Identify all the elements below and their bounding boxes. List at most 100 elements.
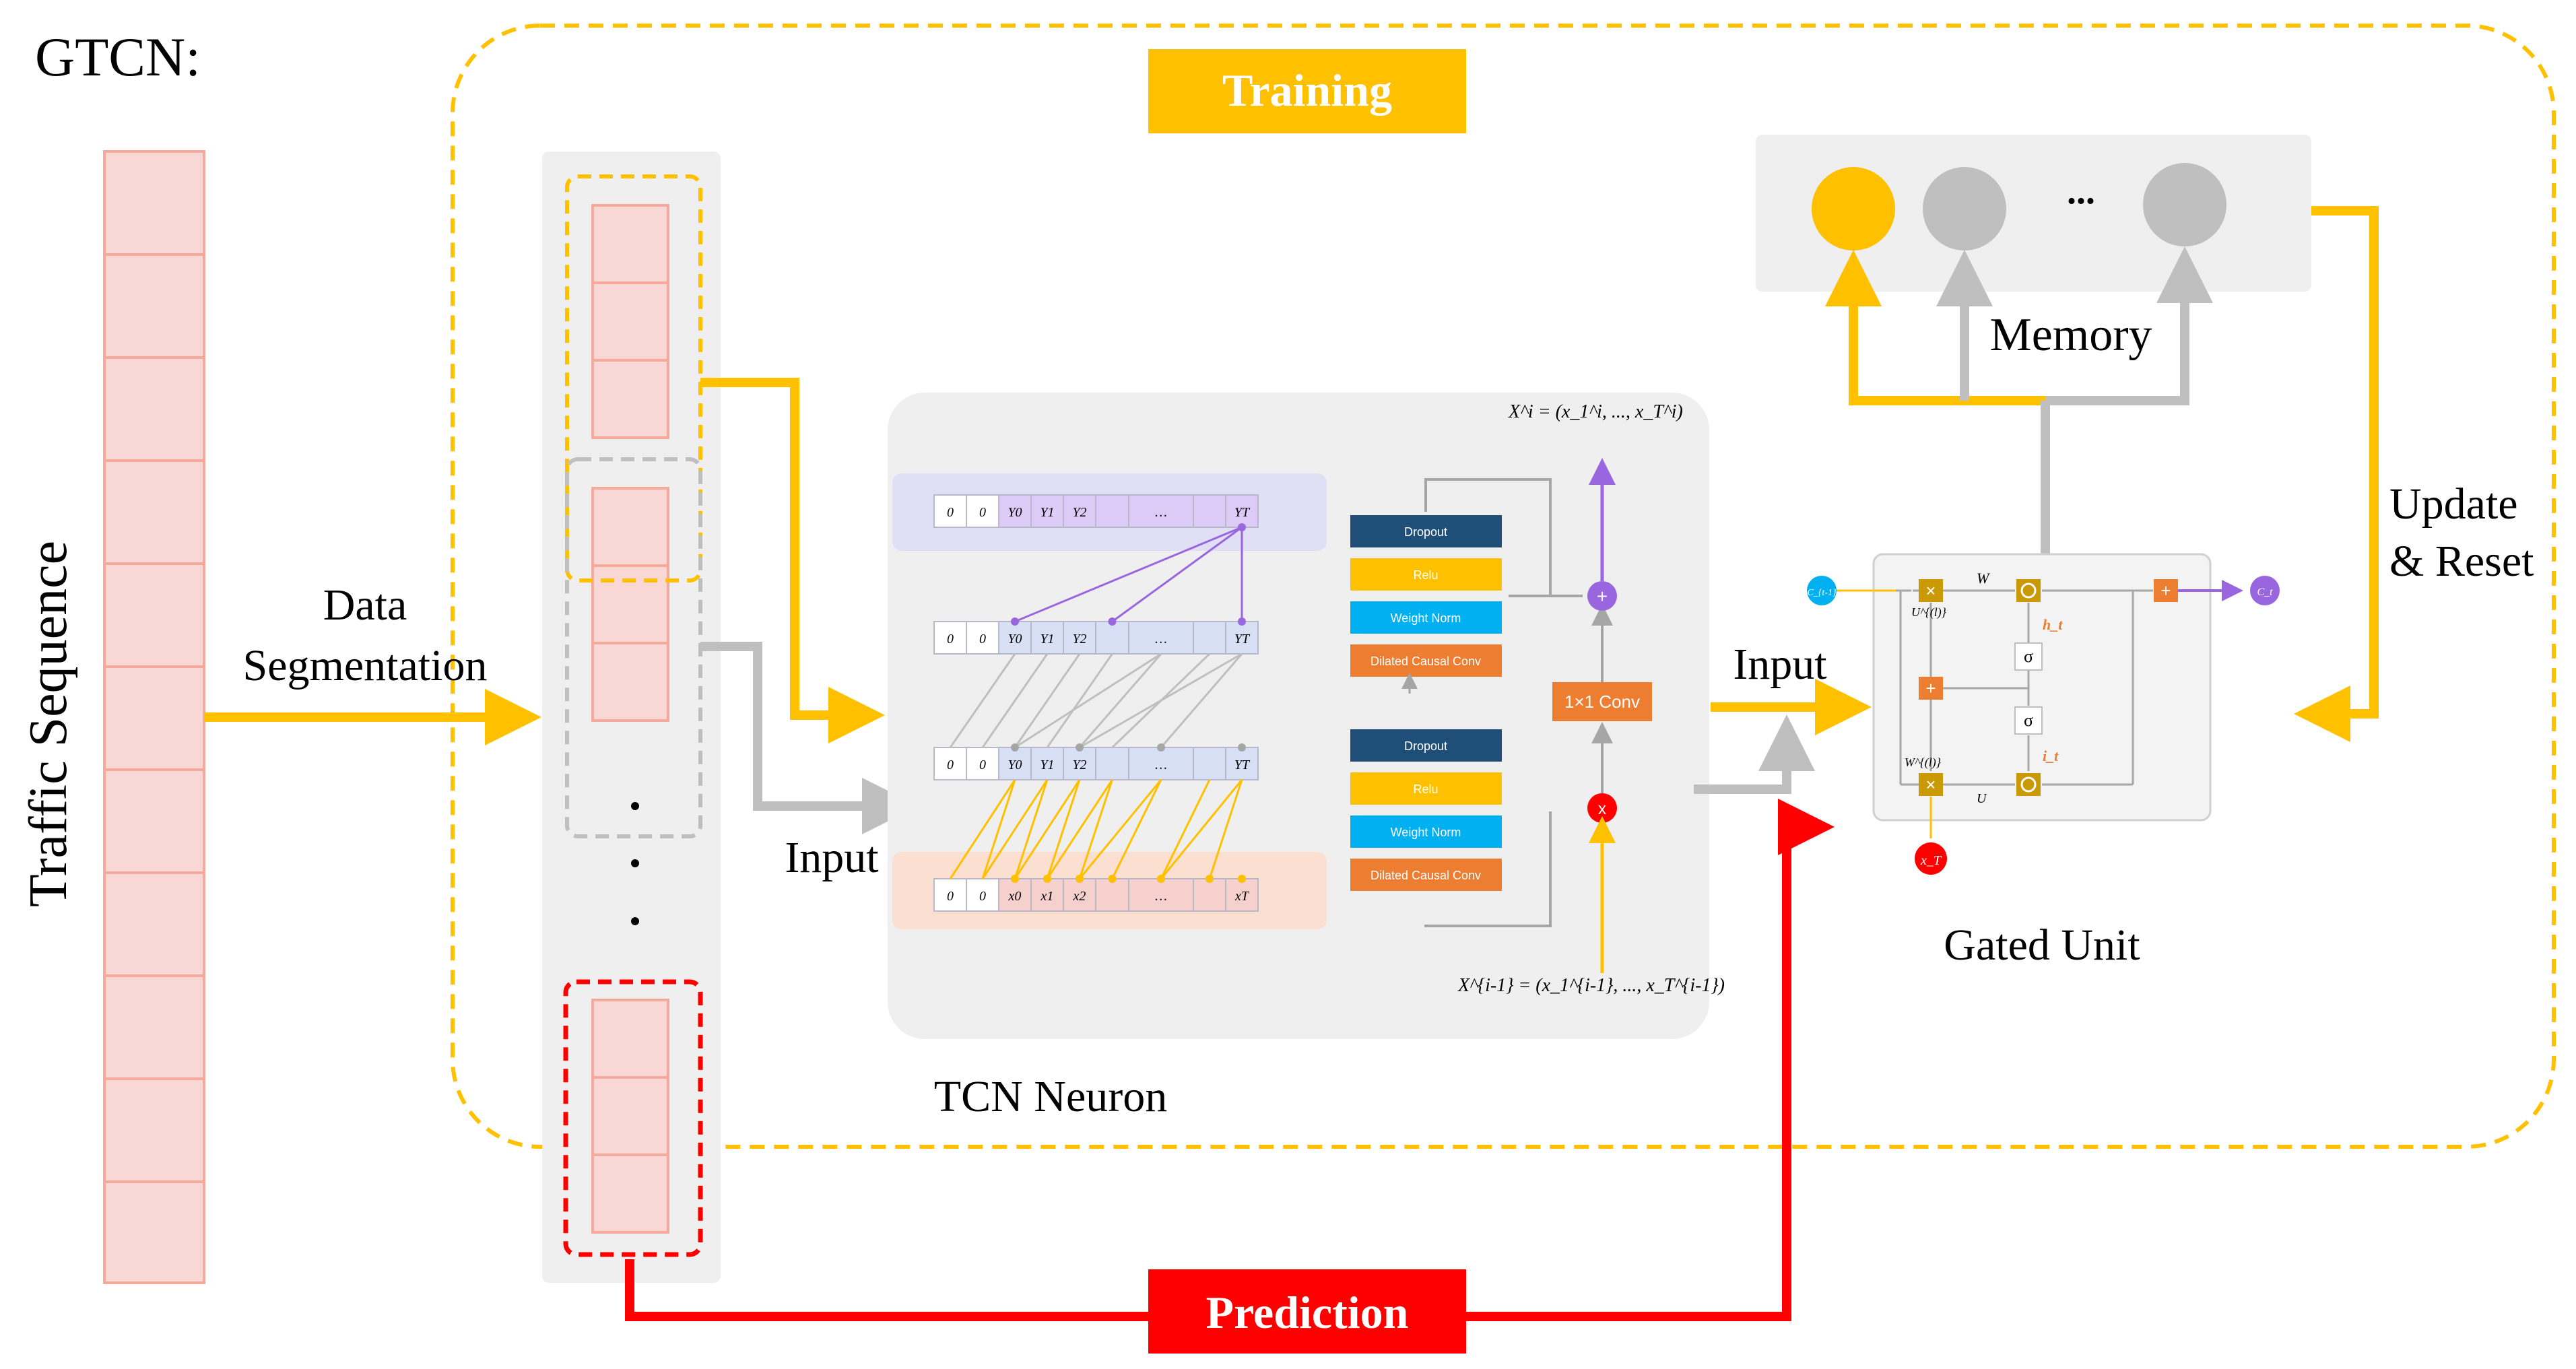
tcn-cell-label: Y1: [1040, 632, 1054, 646]
tcn-cell: [1095, 747, 1129, 780]
tcn-cell: [1095, 494, 1129, 528]
svg-text:h_t: h_t: [2043, 616, 2063, 633]
block-layer: [1350, 515, 1502, 547]
tcn-cell-label: 0: [979, 889, 986, 904]
skip-path-bottom: [1424, 811, 1552, 927]
training-banner: Training: [1148, 49, 1466, 133]
tcn-cell-label: xT: [1234, 889, 1250, 904]
prediction-banner: Prediction: [1148, 1269, 1466, 1354]
tcn-cell: [1193, 621, 1226, 655]
block-layer: [1350, 772, 1502, 805]
tcn-node-dot: [1076, 743, 1084, 752]
gate-plus-icon-mid: [1919, 677, 1943, 700]
tcn-cell: [998, 878, 1032, 912]
tcn-edge-gold: [1046, 779, 1113, 879]
tcn-edge-gold: [981, 779, 1049, 879]
tcn-edge-gold: [1014, 779, 1081, 879]
gate-plus-icon-out: [2154, 579, 2178, 602]
tcn-node-dot: [1011, 743, 1019, 752]
tcn-cell-label: 0: [979, 632, 986, 646]
tcn-cell: [1063, 878, 1096, 912]
update-reset-label-2: & Reset: [2389, 537, 2534, 586]
gate-times-icon-top: [1919, 579, 1943, 602]
tcn-cell: [1128, 878, 1194, 912]
tcn-node-dot: [1011, 617, 1019, 626]
x-t-input-icon: [1915, 842, 1947, 875]
tcn-node-dot: [1043, 875, 1051, 883]
tcn-cell-label: Y1: [1040, 505, 1054, 520]
tcn-edge-gold: [1111, 779, 1162, 879]
tcn-cell-label: Y0: [1008, 758, 1022, 772]
tcn-edge-gray: [1079, 653, 1243, 749]
diagram-title: GTCN:: [35, 26, 201, 88]
segment-group-second: [591, 487, 669, 722]
tcn-cell-label: …: [1155, 632, 1167, 646]
block-layer: [1350, 859, 1502, 891]
tcn-cell-label: 0: [947, 505, 954, 520]
tcn-cell-label: …: [1155, 505, 1167, 520]
svg-text:i_t: i_t: [2043, 747, 2059, 764]
memory-cell-2: [1923, 167, 2006, 251]
tcn-cell-label: 0: [947, 758, 954, 772]
tcn-edge-gray: [1046, 653, 1113, 748]
output-formula: X^i = (x_1^i, ..., x_T^i): [1508, 401, 1683, 422]
block-layer: [1350, 815, 1502, 848]
block-layer: [1350, 558, 1502, 591]
prediction-label: Prediction: [1206, 1287, 1409, 1338]
tcn-edge-gold: [1208, 779, 1243, 879]
data-segmentation-label-1: Data: [323, 580, 407, 630]
tcn-node-dot: [1108, 875, 1117, 883]
conv-1x1-box: 1×1 Conv: [1552, 682, 1652, 721]
svg-text:C_{t-1}: C_{t-1}: [1807, 588, 1836, 598]
tcn-edge-purple: [1111, 526, 1243, 623]
tcn-cell-label: x2: [1073, 889, 1086, 904]
block-layer-label: Relu: [1413, 782, 1438, 796]
tcn-cell-label: Y0: [1008, 505, 1022, 520]
block-layer-label: Dilated Causal Conv: [1370, 869, 1481, 882]
gray-input-arrow: [700, 642, 919, 834]
gated-unit-label: Gated Unit: [1944, 921, 2140, 970]
update-reset-label-1: Update: [2389, 479, 2518, 529]
block-layer: [1350, 729, 1502, 762]
traffic-sequence-bar: [103, 150, 205, 1284]
tcn-cell-label: Y0: [1008, 632, 1022, 646]
input-arrow-right-gray: [1694, 714, 1815, 794]
svg-text:σ: σ: [2024, 710, 2033, 730]
svg-text:+: +: [2160, 580, 2171, 601]
memory-gray-link-n: [2045, 246, 2213, 405]
block-layer-label: Weight Norm: [1391, 826, 1461, 839]
tcn-node-dot: [1238, 743, 1246, 752]
tcn-cell-label: YT: [1234, 632, 1251, 646]
tcn-cell-label: YT: [1234, 758, 1251, 772]
svg-text:x_T: x_T: [1920, 853, 1942, 868]
tcn-cell: [1225, 747, 1259, 780]
tcn-cell: [1030, 621, 1064, 655]
tcn-edge-gold: [1160, 779, 1211, 879]
tcn-node-dot: [1238, 875, 1246, 883]
training-input-arrow: [700, 378, 885, 743]
tcn-cell-label: Y2: [1072, 632, 1086, 646]
tcn-cell-label: YT: [1234, 505, 1251, 520]
tcn-edge-gray: [949, 653, 1016, 748]
block-layer-label: Relu: [1413, 568, 1438, 582]
tcn-node-dot: [1157, 743, 1165, 752]
update-reset-arrow: [2294, 206, 2379, 742]
tcn-edge-gold: [949, 779, 1016, 879]
tcn-edge-gold: [1046, 779, 1081, 879]
sigma-box-icon-bottom: [2014, 706, 2043, 735]
tcn-edge-gray: [981, 653, 1049, 748]
memory-cell-active: [1812, 167, 1895, 251]
segment-group-prediction: [591, 999, 669, 1234]
svg-text:C_t: C_t: [2257, 587, 2273, 598]
tcn-cell-label: Y1: [1040, 758, 1054, 772]
tcn-cell-label: 0: [947, 889, 954, 904]
tcn-edge-gray: [1160, 653, 1243, 748]
tcn-cell: [1225, 878, 1259, 912]
plus-node-label: +: [1597, 586, 1608, 607]
tcn-cell-label: x0: [1008, 889, 1022, 904]
gated-unit-internals: × × + + σ σ W U^{(l)} W^{(l)} U h_t i_t …: [1807, 570, 2280, 875]
training-boundary: [451, 24, 2556, 1149]
tcn-cell: [1225, 494, 1259, 528]
memory-label: Memory: [1989, 309, 2152, 361]
gate-dot-icon-bottom: [2016, 773, 2041, 796]
